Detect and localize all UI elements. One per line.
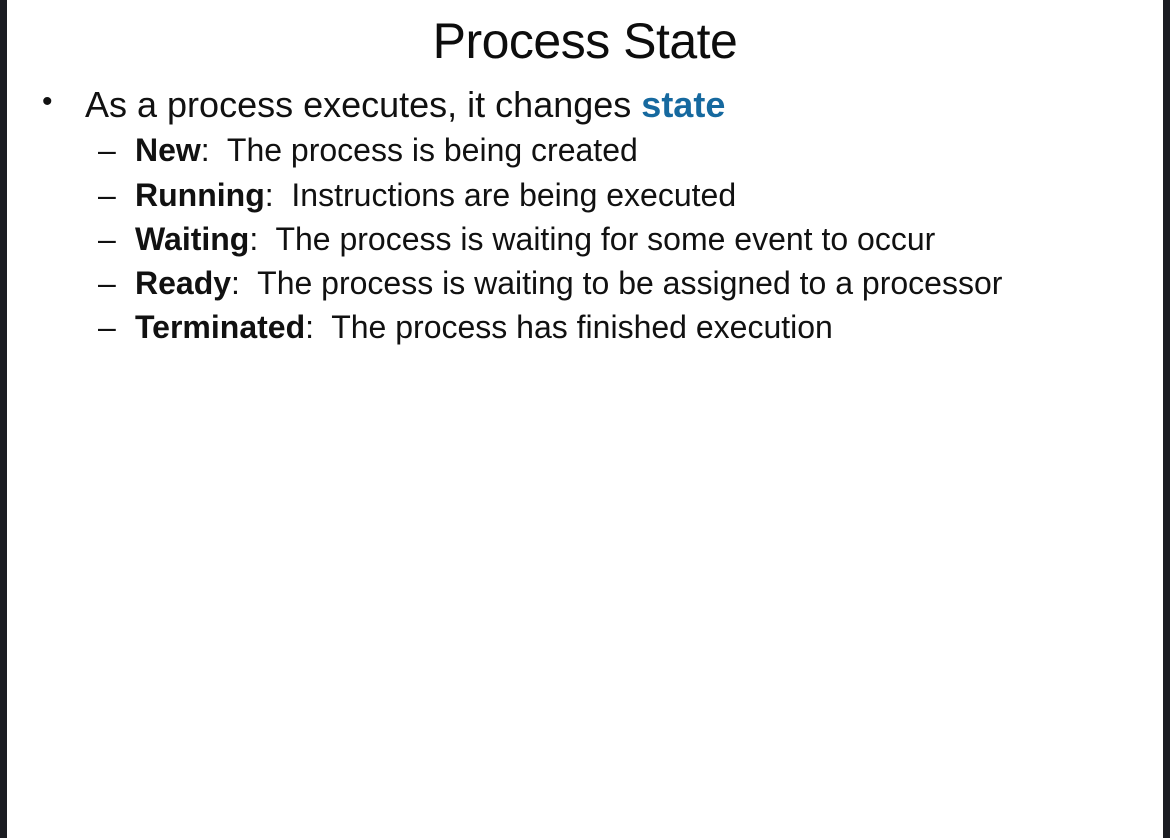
sub-bullet-marker-dash: – (98, 220, 116, 257)
right-edge-band (1163, 0, 1170, 838)
sub-bullet-term: Ready (135, 264, 232, 301)
bullet-main-accent-word: state (641, 84, 726, 125)
bullet-list: • As a process executes, it changes state… (30, 84, 1150, 347)
sub-bullet-separator: : (264, 176, 274, 213)
sub-bullet-marker-dash: – (98, 132, 116, 169)
sub-bullet-description (314, 309, 331, 345)
sub-bullet-marker-dash: – (98, 264, 116, 301)
sub-bullet-description-text: The process has finished execution (331, 308, 833, 345)
sub-bullet-term: Terminated (135, 308, 306, 345)
sub-bullet-term: Running (135, 176, 265, 213)
bullet-marker-dot: • (42, 85, 53, 118)
page-title: Process State (432, 13, 738, 69)
sub-bullet-description-text: The process is waiting for some event to… (275, 220, 936, 257)
sub-bullet-terminated: –Terminated: The process has finished ex… (30, 308, 1150, 347)
sub-bullet-running: –Running: Instructions are being execute… (30, 176, 1150, 215)
sub-bullet-description-text: The process is waiting to be assigned to… (257, 264, 1003, 301)
sub-bullet-description-text: Instructions are being executed (291, 176, 737, 213)
sub-bullet-description (240, 265, 257, 301)
sub-bullet-description (274, 177, 292, 213)
sub-bullet-separator: : (231, 264, 240, 301)
sub-bullet-description (210, 132, 227, 168)
bullet-main-text: As a process executes, it changes (85, 84, 642, 125)
bullet-main: • As a process executes, it changes state (30, 84, 1150, 126)
sub-bullet-separator: : (305, 308, 314, 345)
sub-bullet-description-text: The process is being created (226, 132, 638, 169)
process-state-diagram: new ready running waiting terminated adm… (0, 455, 1170, 838)
sub-bullet-marker-dash: – (98, 176, 116, 213)
left-edge-band (0, 0, 7, 838)
sub-bullet-separator: : (200, 132, 210, 169)
sub-bullet-description (258, 221, 275, 257)
sub-bullet-waiting: –Waiting: The process is waiting for som… (30, 220, 1150, 259)
sub-bullet-term: New (135, 132, 201, 169)
sub-bullet-term: Waiting (135, 220, 250, 257)
sub-bullet-marker-dash: – (98, 308, 116, 345)
sub-bullet-ready: –Ready: The process is waiting to be ass… (30, 264, 1150, 303)
sub-bullet-separator: : (249, 220, 259, 257)
sub-bullet-new: –New: The process is being created (30, 131, 1150, 170)
